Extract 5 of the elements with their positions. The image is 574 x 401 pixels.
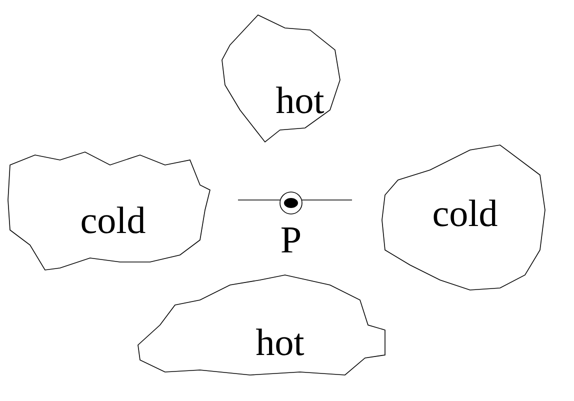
blob-region: hot bbox=[138, 274, 386, 376]
blob-region: cold bbox=[382, 144, 546, 290]
blob-region: hot bbox=[222, 14, 340, 143]
point-label: P bbox=[282, 228, 300, 252]
blob-region: cold bbox=[8, 152, 210, 270]
